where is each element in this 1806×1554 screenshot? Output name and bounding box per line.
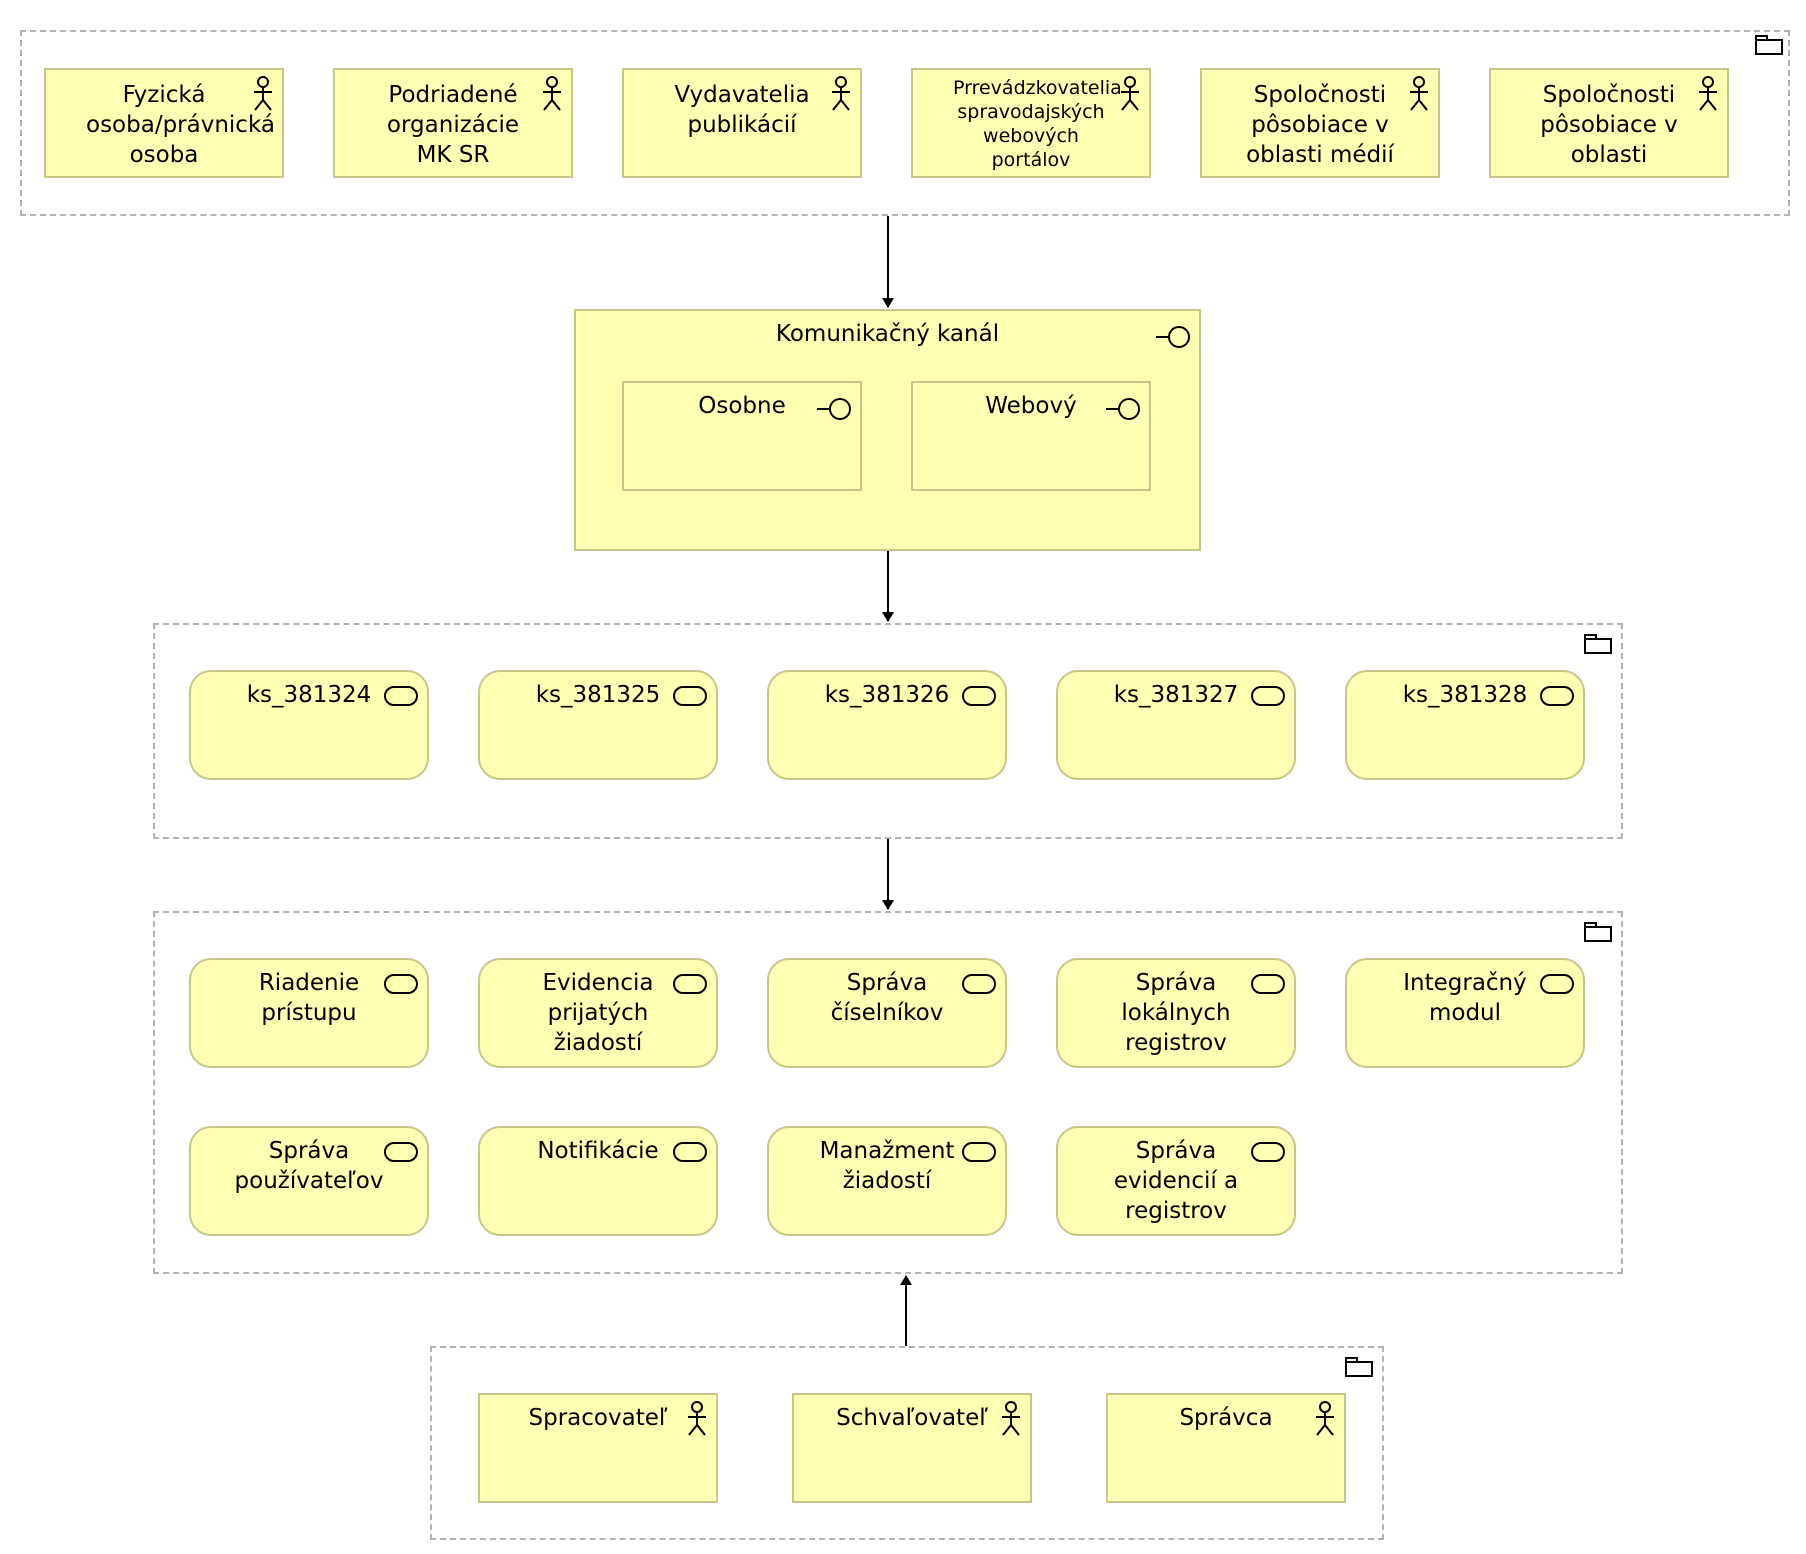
service-icon [962,1142,996,1162]
interface-icon [817,398,851,420]
actor-label: Podriadené organizácie MK SR [386,82,520,168]
service-ks-381327[interactable]: ks_381327 [1056,670,1296,780]
actor-icon [254,76,272,111]
actor-label: Schvaľovateľ [836,1405,988,1431]
actor-schvalovatel[interactable]: Schvaľovateľ [792,1393,1032,1503]
service-label: Evidencia prijatých žiadostí [542,970,654,1056]
interface-label: Webový [985,393,1077,419]
service-icon [384,974,418,994]
interface-webovy[interactable]: Webový [911,381,1151,491]
service-icon [384,686,418,706]
group-external-actors[interactable] [20,30,1790,216]
service-riadenie-pristupu[interactable]: Riadenie prístupu [189,958,429,1068]
actor-spolocnosti-media[interactable]: Spoločnosti pôsobiace v oblasti médií [1200,68,1440,178]
actor-icon [832,76,850,111]
service-evidencia-ziadosti[interactable]: Evidencia prijatých žiadostí [478,958,718,1068]
service-ks-381328[interactable]: ks_381328 [1345,670,1585,780]
service-label: ks_381327 [1113,682,1239,708]
actor-label: Prrevádzkovatelia spravodajských webovýc… [953,77,1122,171]
service-label: Integračný modul [1403,970,1527,1026]
service-icon [962,686,996,706]
group-ks-services[interactable] [153,623,1623,839]
actor-fyzicka-osoba[interactable]: Fyzická osoba/právnická osoba [44,68,284,178]
group-internal-actors[interactable] [430,1346,1384,1540]
actor-icon [1410,76,1428,111]
actor-icon [543,76,561,111]
actor-icon [1002,1401,1020,1436]
folder-icon [1584,634,1612,654]
actor-label: Fyzická osoba/právnická osoba [86,82,275,168]
actor-icon [1316,1401,1334,1436]
folder-icon [1755,35,1783,55]
actor-label: Vydavatelia publikácií [674,82,810,138]
service-label: Správa lokálnych registrov [1121,970,1231,1056]
interface-label: Osobne [698,393,786,419]
service-icon [673,686,707,706]
actor-label: Spoločnosti pôsobiace v oblasti médií [1246,82,1394,168]
actor-vydavatelia-publikacii[interactable]: Vydavatelia publikácií [622,68,862,178]
actor-spolocnosti-oblasti[interactable]: Spoločnosti pôsobiace v oblasti [1489,68,1729,178]
service-integracny-modul[interactable]: Integračný modul [1345,958,1585,1068]
service-label: Manažment žiadostí [819,1138,955,1194]
service-label: Správa evidencií a registrov [1113,1138,1239,1224]
service-icon [673,974,707,994]
service-label: Správa používateľov [234,1138,384,1194]
service-label: ks_381324 [246,682,372,708]
service-ks-381326[interactable]: ks_381326 [767,670,1007,780]
service-label: ks_381326 [824,682,950,708]
actor-icon [1699,76,1717,111]
interface-osobne[interactable]: Osobne [622,381,862,491]
service-label: Správa číselníkov [830,970,944,1026]
service-sprava-evidencii-registrov[interactable]: Správa evidencií a registrov [1056,1126,1296,1236]
interface-title: Komunikačný kanál [775,321,1000,347]
service-icon [384,1142,418,1162]
actor-icon [688,1401,706,1436]
service-icon [962,974,996,994]
service-icon [673,1142,707,1162]
service-icon [1251,1142,1285,1162]
service-icon [1251,686,1285,706]
service-ks-381324[interactable]: ks_381324 [189,670,429,780]
actor-prevadzkovatelia-portalov[interactable]: Prrevádzkovatelia spravodajských webovýc… [911,68,1151,178]
interface-icon [1106,398,1140,420]
folder-icon [1345,1357,1373,1377]
group-application-services[interactable] [153,911,1623,1274]
interface-icon [1156,326,1190,348]
service-sprava-pouzivatelov[interactable]: Správa používateľov [189,1126,429,1236]
actor-spracovatel[interactable]: Spracovateľ [478,1393,718,1503]
service-icon [1540,974,1574,994]
service-label: Riadenie prístupu [258,970,360,1026]
actor-label: Spracovateľ [528,1405,668,1431]
actor-spravca[interactable]: Správca [1106,1393,1346,1503]
service-icon [1251,974,1285,994]
service-label: Notifikácie [537,1138,659,1164]
service-manazment-ziadosti[interactable]: Manažment žiadostí [767,1126,1007,1236]
folder-icon [1584,922,1612,942]
service-sprava-ciselnikov[interactable]: Správa číselníkov [767,958,1007,1068]
actor-icon [1121,76,1139,111]
actor-label: Spoločnosti pôsobiace v oblasti [1540,82,1678,168]
service-label: ks_381325 [535,682,661,708]
service-icon [1540,686,1574,706]
service-notifikacie[interactable]: Notifikácie [478,1126,718,1236]
service-label: ks_381328 [1402,682,1528,708]
service-ks-381325[interactable]: ks_381325 [478,670,718,780]
service-sprava-lokalnych-registrov[interactable]: Správa lokálnych registrov [1056,958,1296,1068]
actor-podriadene-organizacie[interactable]: Podriadené organizácie MK SR [333,68,573,178]
actor-label: Správca [1179,1405,1273,1431]
